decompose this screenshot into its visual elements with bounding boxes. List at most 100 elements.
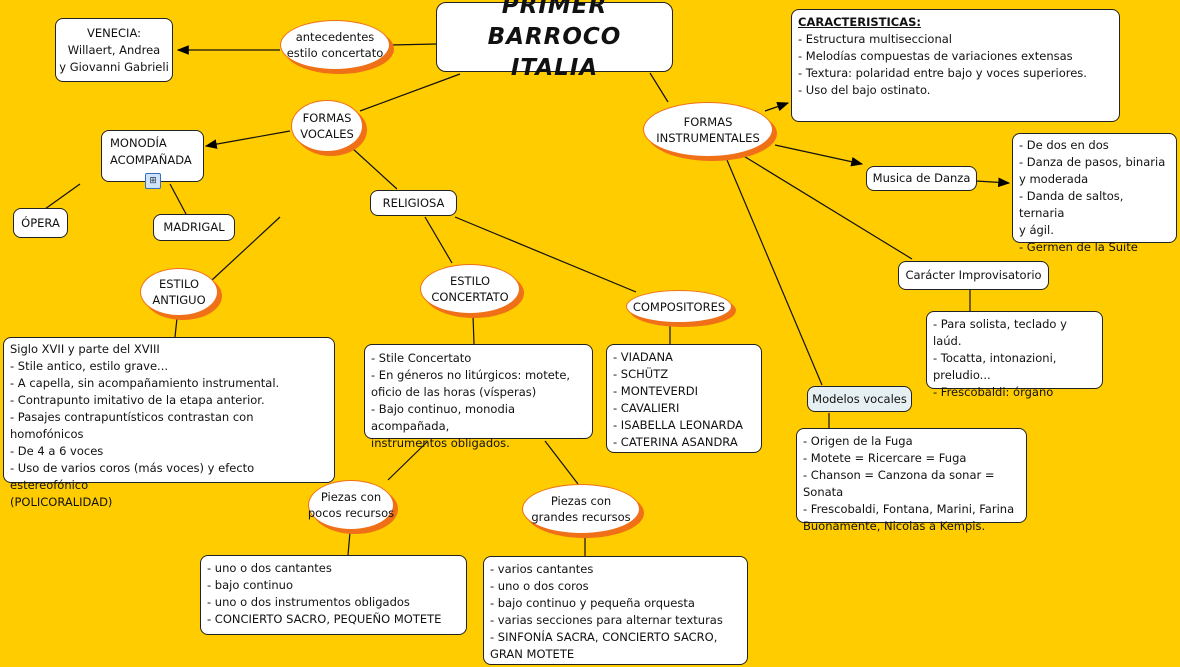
link-title-fi	[649, 72, 669, 103]
piezas-grandes-box[interactable]: - varios cantantes - uno o dos coros - b…	[483, 556, 748, 665]
text-line: - Danza de pasos, binaria	[1019, 155, 1166, 169]
musica-danza-node[interactable]: Musica de Danza	[866, 166, 977, 191]
link-fv-monodia	[204, 130, 291, 149]
text-line: - Pasajes contrapuntísticos contrastan c…	[10, 410, 254, 441]
opera-node[interactable]: ÓPERA	[13, 208, 68, 238]
fi-line1: FORMAS	[683, 114, 733, 129]
link-concertato-box	[472, 314, 475, 345]
title-line2: ITALIA	[510, 54, 599, 81]
text-line: - Estructura multiseccional	[798, 32, 953, 46]
text-line: oficio de las horas (vísperas)	[371, 385, 537, 399]
piezas-grandes-node[interactable]: Piezas con grandes recursos	[522, 484, 640, 534]
modelos-label: Modelos vocales	[812, 391, 907, 406]
formas-instrumentales-node[interactable]: FORMAS INSTRUMENTALES	[643, 102, 773, 157]
link-title-formas-vocales	[359, 73, 461, 112]
text-line: Siglo XVII y parte del XVIII	[10, 342, 160, 356]
antecedentes-node[interactable]: antecedentes estilo concertato	[280, 20, 390, 70]
composer-item: - CATERINA ASANDRA	[613, 435, 738, 449]
venecia-line: VENECIA:	[87, 25, 141, 40]
link-fi-caracteristicas	[764, 102, 790, 112]
link-title-antecedentes	[389, 43, 438, 46]
improvisatorio-box[interactable]: - Para solista, teclado y laúd. - Tocatt…	[926, 311, 1103, 399]
ea-line1: ESTILO	[158, 277, 200, 291]
venecia-line: Willaert, Andrea	[67, 42, 161, 57]
pg-line2: grandes recursos	[531, 510, 631, 524]
improvisatorio-label: Carácter Improvisatorio	[905, 268, 1042, 282]
piezas-pocos-node[interactable]: Piezas con pocos recursos	[308, 480, 394, 530]
link-pocos-box	[347, 531, 351, 556]
fv-line2: VOCALES	[300, 127, 354, 141]
ea-line2: ANTIGUO	[152, 293, 206, 307]
religiosa-node[interactable]: RELIGIOSA	[370, 190, 457, 216]
opera-label: ÓPERA	[21, 215, 60, 230]
monodia-line1: MONODÍA	[110, 136, 167, 150]
link-religiosa-compositores	[454, 216, 637, 293]
compositores-label: COMPOSITORES	[632, 299, 726, 314]
text-line: - CONCIERTO SACRO, PEQUEÑO MOTETE	[207, 612, 442, 626]
modelos-box[interactable]: - Origen de la Fuga - Motete = Ricercare…	[796, 428, 1027, 533]
text-line: GRAN MOTETE	[490, 647, 575, 661]
piezas-pocos-box[interactable]: - uno o dos cantantes - bajo continuo - …	[200, 555, 467, 635]
text-line: - De dos en dos	[1019, 138, 1109, 152]
pp-line1: Piezas con	[320, 490, 382, 504]
text-line: - En géneros no litúrgicos: motete,	[371, 368, 571, 382]
link-fi-danza	[774, 144, 864, 167]
antecedentes-line2: estilo concertato	[286, 46, 384, 60]
antecedentes-line1: antecedentes	[295, 30, 375, 44]
formas-vocales-node[interactable]: FORMAS VOCALES	[291, 100, 363, 152]
composer-item: - SCHÜTZ	[613, 367, 669, 381]
link-monodia-madrigal	[169, 183, 187, 215]
modelos-vocales-node[interactable]: Modelos vocales	[807, 386, 912, 412]
caracter-improvisatorio-node[interactable]: Carácter Improvisatorio	[898, 261, 1049, 290]
fv-line1: FORMAS	[302, 111, 352, 125]
text-line: y moderada	[1019, 172, 1089, 186]
text-line: - Motete = Ricercare = Fuga	[803, 451, 967, 465]
pp-line2: pocos recursos	[307, 506, 395, 520]
estilo-antiguo-node[interactable]: ESTILO ANTIGUO	[140, 268, 218, 316]
ec-line1: ESTILO	[449, 274, 491, 288]
text-line: - Frescobaldi: órgano	[933, 385, 1054, 399]
caracteristicas-box[interactable]: CARACTERISTICAS: - Estructura multisecci…	[791, 9, 1120, 122]
link-danza-box	[975, 177, 1011, 188]
text-line: - Germen de la Suite	[1019, 240, 1138, 254]
danza-box[interactable]: - De dos en dos - Danza de pasos, binari…	[1012, 133, 1177, 254]
text-line: - Textura: polaridad entre bajo y voces …	[798, 66, 1087, 80]
estilo-concertato-box[interactable]: - Stile Concertato - En géneros no litúr…	[364, 344, 593, 450]
composer-item: - CAVALIERI	[613, 401, 680, 415]
monodia-node[interactable]: MONODÍA ACOMPAÑADA ⊞	[101, 130, 204, 189]
text-line: y ágil.	[1019, 223, 1054, 237]
link-fi-modelos	[726, 159, 823, 386]
text-line: - Bajo continuo, monodia acompañada,	[371, 402, 516, 433]
estilo-concertato-node[interactable]: ESTILO CONCERTATO	[420, 264, 520, 314]
madrigal-node[interactable]: MADRIGAL	[153, 214, 235, 241]
text-line: - varias secciones para alternar textura…	[490, 613, 723, 627]
compositores-node[interactable]: COMPOSITORES	[626, 290, 732, 323]
text-line: preludio...	[933, 368, 991, 382]
text-line: - Melodías compuestas de variaciones ext…	[798, 49, 1073, 63]
text-line: Buonamente, Nicolas a Kempis.	[803, 519, 986, 533]
text-line: - De 4 a 6 voces	[10, 444, 104, 458]
link-concertato-grandes	[544, 440, 579, 485]
text-line: - Frescobaldi, Fontana, Marini, Farina	[803, 502, 1015, 516]
title-node[interactable]: PRIMER BARROCO ITALIA	[436, 0, 673, 81]
madrigal-label: MADRIGAL	[163, 220, 225, 234]
text-line: - bajo continuo	[207, 578, 294, 592]
text-line: - uno o dos instrumentos obligados	[207, 595, 410, 609]
text-line: - Tocatta, intonazioni,	[933, 351, 1057, 365]
text-line: - bajo continuo y pequeña orquesta	[490, 596, 695, 610]
religiosa-label: RELIGIOSA	[382, 195, 445, 210]
danza-label: Musica de Danza	[872, 171, 971, 185]
text-line: - Uso del bajo ostinato.	[798, 83, 931, 97]
compositores-box[interactable]: - VIADANA - SCHÜTZ - MONTEVERDI - CAVALI…	[606, 344, 762, 453]
submap-icon[interactable]: ⊞	[145, 173, 161, 189]
text-line: - Contrapunto imitativo de la etapa ante…	[10, 393, 265, 407]
link-religiosa-antiguo	[211, 216, 281, 281]
monodia-line2: ACOMPAÑADA	[110, 153, 192, 167]
link-monodia-opera	[44, 183, 81, 210]
estilo-antiguo-box[interactable]: Siglo XVII y parte del XVIII - Stile ant…	[3, 337, 335, 509]
text-line: - Stile antico, estilo grave...	[10, 359, 169, 373]
venecia-node[interactable]: VENECIA: Willaert, Andrea y Giovanni Gab…	[55, 18, 173, 82]
composer-item: - MONTEVERDI	[613, 384, 699, 398]
text-line: (POLICORALIDAD)	[10, 495, 113, 509]
text-line: - SINFONÍA SACRA, CONCIERTO SACRO,	[490, 630, 718, 644]
